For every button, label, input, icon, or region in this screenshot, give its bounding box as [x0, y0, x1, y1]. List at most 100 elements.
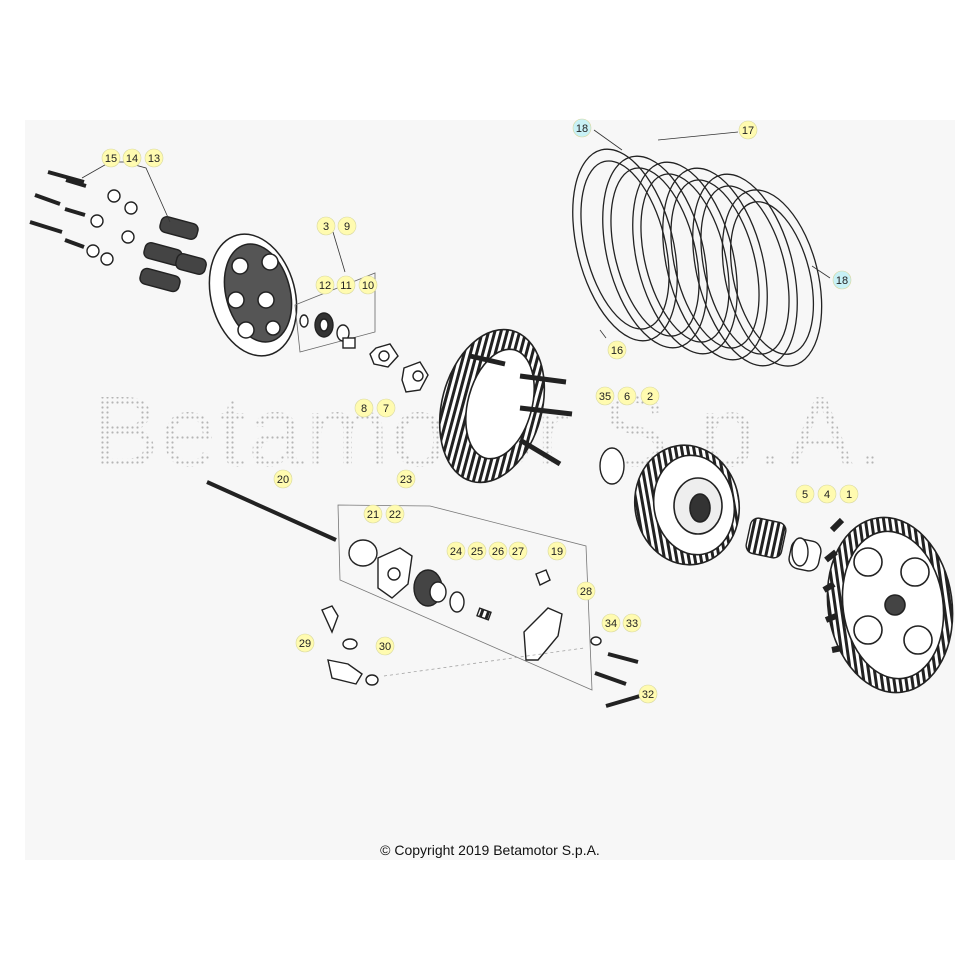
callout-badge	[273, 469, 293, 489]
callout-badge	[315, 275, 335, 295]
callout-number: 14	[126, 153, 138, 165]
screws-13-14-15	[29, 170, 207, 293]
callout-6: 6	[617, 386, 637, 406]
callout-number: 24	[450, 546, 462, 558]
callout-29: 29	[295, 633, 315, 653]
inner-hub-2	[633, 444, 741, 566]
clutch-center-hub	[438, 328, 573, 484]
callout-2: 2	[640, 386, 660, 406]
callout-number: 34	[605, 618, 617, 630]
callout-badge	[622, 613, 642, 633]
copyright-text: © Copyright 2019 Betamotor S.p.A.	[380, 842, 600, 858]
callout-number: 21	[367, 509, 379, 521]
callout-14: 14	[122, 148, 142, 168]
callout-badge	[576, 581, 596, 601]
nut-washer-7-8	[369, 343, 429, 393]
callout-16: 16	[607, 340, 627, 360]
leader-13-15	[81, 161, 171, 223]
callout-35: 35	[595, 386, 615, 406]
callout-28: 28	[576, 581, 596, 601]
callout-30: 30	[375, 636, 395, 656]
callout-badge	[601, 613, 621, 633]
callout-badge	[122, 148, 142, 168]
callout-13: 13	[144, 148, 164, 168]
callout-badge	[607, 340, 627, 360]
push-rod-20	[206, 480, 337, 542]
callout-badge	[595, 386, 615, 406]
callout-number: 10	[362, 280, 374, 292]
callout-badge	[375, 636, 395, 656]
callout-number: 26	[492, 546, 504, 558]
callout-badge	[396, 469, 416, 489]
callout-badge	[617, 386, 637, 406]
callout-badge	[337, 216, 357, 236]
clutch-plates-16-18	[572, 148, 823, 367]
callout-18: 18	[572, 118, 592, 138]
assembly-axis	[383, 647, 585, 677]
callout-badge	[358, 275, 378, 295]
callout-number: 7	[383, 403, 389, 415]
callout-badge	[638, 684, 658, 704]
callout-number: 29	[299, 638, 311, 650]
callout-badge	[738, 120, 758, 140]
callout-badge	[376, 398, 396, 418]
callout-badge	[547, 541, 567, 561]
callout-number: 20	[277, 474, 289, 486]
callout-badge	[336, 275, 356, 295]
callout-22: 22	[385, 504, 405, 524]
callout-number: 8	[361, 403, 367, 415]
callout-33: 33	[622, 613, 642, 633]
callout-badge	[467, 541, 487, 561]
callout-20: 20	[273, 469, 293, 489]
leader-3-9	[332, 231, 346, 273]
callout-19: 19	[547, 541, 567, 561]
callout-number: 6	[624, 391, 630, 403]
callout-34: 34	[601, 613, 621, 633]
lower-parts-group	[321, 504, 641, 708]
pressure-plate-group	[208, 233, 298, 357]
thrust-washer-35	[599, 447, 625, 485]
callout-number: 15	[105, 153, 117, 165]
callout-number: 1	[846, 489, 852, 501]
callout-number: 35	[599, 391, 611, 403]
callout-26: 26	[488, 541, 508, 561]
callout-number: 17	[742, 125, 754, 137]
bearing-bushing-4-5	[745, 517, 822, 572]
callout-badge	[488, 541, 508, 561]
callout-number: 16	[611, 345, 623, 357]
callout-number: 30	[379, 641, 391, 653]
callout-10: 10	[358, 275, 378, 295]
callout-badge	[795, 484, 815, 504]
callout-badge	[385, 504, 405, 524]
callout-number: 13	[148, 153, 160, 165]
callout-number: 27	[512, 546, 524, 558]
callout-24: 24	[446, 541, 466, 561]
callout-badge	[839, 484, 859, 504]
bearing-group-10-12	[294, 272, 376, 353]
callout-18: 18	[832, 270, 852, 290]
callout-number: 12	[319, 280, 331, 292]
callout-badge	[316, 216, 336, 236]
callout-32: 32	[638, 684, 658, 704]
callout-number: 32	[642, 689, 654, 701]
callout-badge	[640, 386, 660, 406]
callout-12: 12	[315, 275, 335, 295]
callout-number: 11	[340, 280, 351, 292]
callout-23: 23	[396, 469, 416, 489]
callout-badge	[817, 484, 837, 504]
clutch-basket-1	[822, 516, 954, 694]
callout-3: 3	[316, 216, 336, 236]
callout-number: 9	[344, 221, 350, 233]
callout-7: 7	[376, 398, 396, 418]
callout-badge	[572, 118, 592, 138]
callout-number: 18	[836, 275, 848, 287]
callout-badge	[101, 148, 121, 168]
callout-number: 2	[647, 391, 653, 403]
callout-number: 22	[389, 509, 401, 521]
callout-number: 19	[551, 546, 563, 558]
callout-badge	[446, 541, 466, 561]
callout-number: 25	[471, 546, 483, 558]
callout-9: 9	[337, 216, 357, 236]
